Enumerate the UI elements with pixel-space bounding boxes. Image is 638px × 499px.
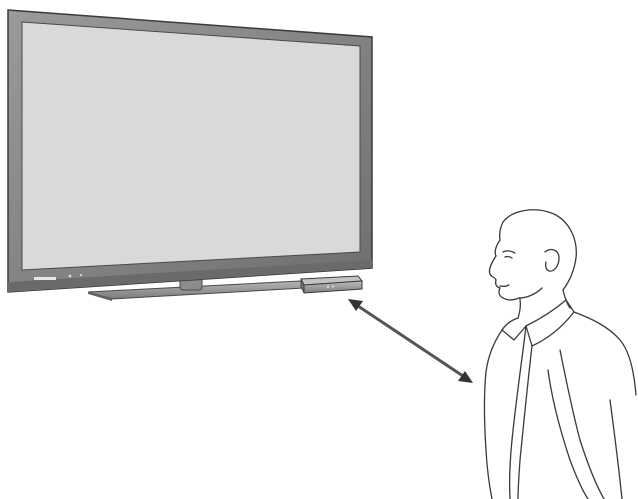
person-head-back [502,209,577,291]
person-outline-icon [483,209,637,499]
sensor-lens-icon [332,285,334,288]
double-headed-arrow-icon [348,299,473,383]
sensor-lens-icon [327,286,329,288]
person-face-profile [488,239,520,301]
person-mouth [499,284,510,288]
person-arm [559,349,605,499]
television [7,9,373,301]
person-shirt-placket [508,325,527,499]
arrow-head-end [458,371,473,383]
tv-power-indicator [68,274,72,278]
person-side-seam [609,399,623,499]
person-neck-front [517,298,522,319]
person-eyebrow [502,250,516,254]
person-shoulder-back [573,311,637,396]
sensor-device-side [300,278,305,294]
person-ear [544,248,560,272]
tv-bezel-bottom [8,260,372,292]
sensor-device [300,275,363,294]
person-chest [483,329,503,499]
person-collar-left [501,317,527,341]
tv-screen [21,21,361,271]
person-jaw [518,287,543,299]
person-eye [504,255,513,259]
person-hairline [498,221,504,241]
arrow-shaft [357,304,464,378]
tv-sensor-indicator [80,274,82,276]
person-shirt-placket-edge [517,345,533,499]
tv-stand-base-edge [88,292,112,301]
arrow-head-start [348,299,363,311]
tv-logo [34,277,56,280]
person-arm-inner [547,369,589,499]
person-collar-right [525,299,575,347]
